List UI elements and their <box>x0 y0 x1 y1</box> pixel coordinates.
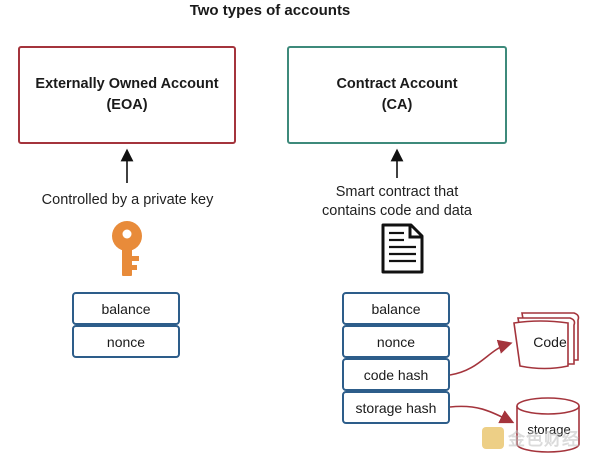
key-icon <box>112 221 142 276</box>
watermark-text: 金色财经 <box>508 430 580 450</box>
code-store-label: Code <box>533 334 567 350</box>
eoa-abbreviation: (EOA) <box>106 97 148 113</box>
watermark-logo-icon <box>482 426 504 449</box>
ca-title: Contract Account <box>336 75 458 92</box>
ca-abbreviation: (CA) <box>381 97 413 113</box>
ca-caption-line2: contains code and data <box>322 202 472 219</box>
ca-caption: Smart contract that contains code and da… <box>287 183 507 221</box>
document-icon <box>381 223 424 274</box>
storage-hash-arrow <box>449 405 515 424</box>
ca-field-list: balance nonce code hash storage hash <box>342 292 450 424</box>
eoa-caption: Controlled by a private key <box>41 192 214 208</box>
diagram-title: Two types of accounts <box>189 2 351 19</box>
ca-field-balance: balance <box>342 292 450 325</box>
watermark: 金色财经 <box>482 425 580 450</box>
ca-field-storage-hash: storage hash <box>342 391 450 424</box>
eoa-field-list: balance nonce <box>72 292 180 358</box>
storage-store-label: storage <box>527 422 571 437</box>
eoa-title: Externally Owned Account <box>35 75 219 92</box>
eoa-field-nonce: nonce <box>72 325 180 358</box>
eoa-box: Externally Owned Account (EOA) <box>18 46 236 144</box>
ca-box: Contract Account (CA) <box>287 46 507 144</box>
ca-field-code-hash: code hash <box>342 358 450 391</box>
code-hash-arrow <box>449 339 513 376</box>
ca-field-nonce: nonce <box>342 325 450 358</box>
ca-caption-line1: Smart contract that <box>335 184 459 200</box>
eoa-field-balance: balance <box>72 292 180 325</box>
